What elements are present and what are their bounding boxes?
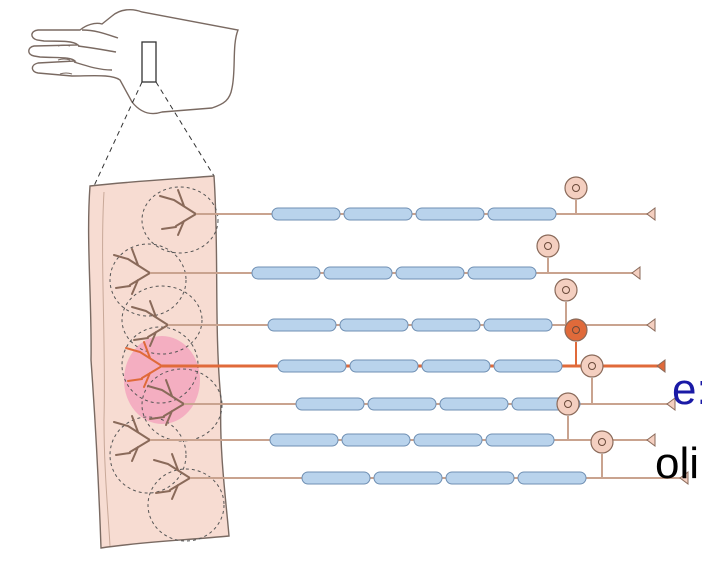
myelin-segment bbox=[422, 360, 490, 372]
neuron-1 bbox=[160, 177, 655, 235]
myelin-segment bbox=[296, 398, 364, 410]
axon-terminal-icon bbox=[632, 267, 640, 279]
myelin-segment bbox=[324, 267, 392, 279]
myelin-segment bbox=[446, 472, 514, 484]
myelin-segment bbox=[278, 360, 346, 372]
myelin-segment bbox=[350, 360, 418, 372]
myelin-segment bbox=[412, 319, 480, 331]
axon-terminal-icon bbox=[657, 360, 665, 372]
myelin-segment bbox=[374, 472, 442, 484]
myelin-segment bbox=[486, 434, 554, 446]
neuron-cell-body-icon bbox=[557, 393, 579, 415]
myelin-segment bbox=[416, 208, 484, 220]
myelin-segment bbox=[340, 319, 408, 331]
myelin-segment bbox=[396, 267, 464, 279]
myelin-segment bbox=[468, 267, 536, 279]
zoom-line-left bbox=[94, 82, 142, 186]
myelin-segment bbox=[342, 434, 410, 446]
axon-terminal-icon bbox=[647, 319, 655, 331]
myelin-segment bbox=[302, 472, 370, 484]
neuron-cell-body-icon bbox=[581, 355, 603, 377]
neuron-cell-body-icon bbox=[537, 235, 559, 257]
slide-heading-fragment: e: bbox=[672, 365, 702, 414]
myelin-segment bbox=[484, 319, 552, 331]
axon-terminal-icon bbox=[647, 208, 655, 220]
myelin-segment bbox=[368, 398, 436, 410]
neuron-cell-body-icon bbox=[565, 319, 587, 341]
myelin-segment bbox=[488, 208, 556, 220]
neuron-cell-body-icon bbox=[591, 431, 613, 453]
myelin-segment bbox=[344, 208, 412, 220]
slide-body-fragment: oli bbox=[655, 439, 699, 488]
myelin-segment bbox=[252, 267, 320, 279]
axon-terminal-icon bbox=[647, 434, 655, 446]
myelin-segment bbox=[440, 398, 508, 410]
myelin-segment bbox=[272, 208, 340, 220]
neuron-cell-body-icon bbox=[555, 279, 577, 301]
myelin-segment bbox=[518, 472, 586, 484]
myelin-segment bbox=[268, 319, 336, 331]
myelin-segment bbox=[494, 360, 562, 372]
myelin-segment bbox=[270, 434, 338, 446]
myelin-segment bbox=[414, 434, 482, 446]
neuron-cell-body-icon bbox=[565, 177, 587, 199]
hand-illustration bbox=[29, 10, 238, 114]
